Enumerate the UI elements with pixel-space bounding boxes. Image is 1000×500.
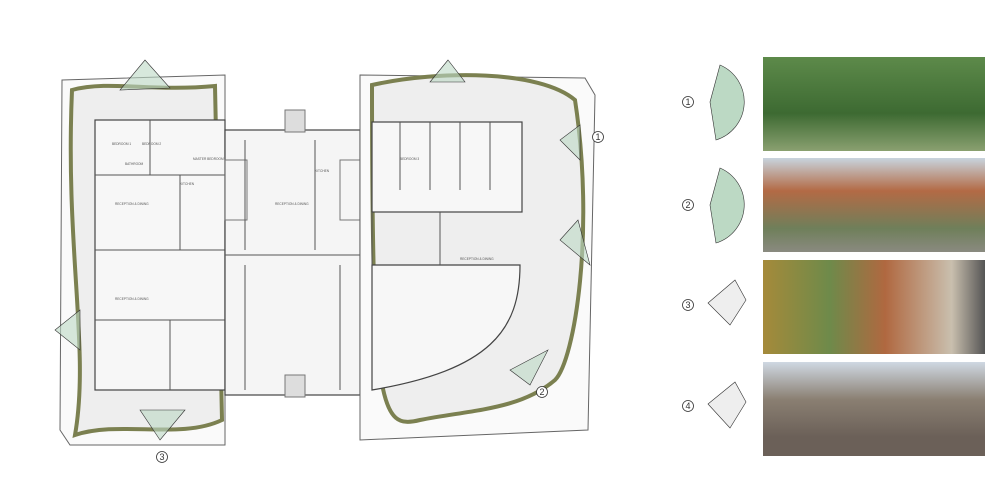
room-label: BEDROOM 2 <box>142 142 161 146</box>
room-label: RECEPTION & DINING <box>115 202 149 206</box>
legend-row-4: 4 <box>682 381 747 429</box>
room-label: RECEPTION & DINING <box>115 297 149 301</box>
left-wing <box>59 74 226 446</box>
room-label: BEDROOM 1 <box>112 142 131 146</box>
svg-text:4: 4 <box>685 401 690 411</box>
svg-text:2: 2 <box>685 200 690 210</box>
room-label: RECEPTION & DINING <box>460 257 494 261</box>
view-photo-3 <box>763 260 985 354</box>
svg-text:1: 1 <box>595 132 600 142</box>
room-label: KITCHEN <box>180 182 195 186</box>
room-label: BEDROOM 3 <box>400 157 419 161</box>
right-wing <box>359 73 596 441</box>
room-label: BATHROOM <box>125 162 144 166</box>
room-label: RECEPTION & DINING <box>275 202 309 206</box>
legend: 1 2 3 4 <box>682 64 747 429</box>
room-label: KITCHEN <box>315 169 330 173</box>
svg-text:3: 3 <box>685 300 690 310</box>
legend-row-3: 3 <box>682 279 747 326</box>
view-cones <box>54 59 591 441</box>
legend-row-2: 2 <box>682 167 745 244</box>
svg-text:3: 3 <box>159 452 164 462</box>
legend-row-1: 1 <box>682 64 745 141</box>
room-label: MASTER BEDROOM <box>193 157 224 161</box>
svg-text:1: 1 <box>685 97 690 107</box>
plan-markers: 1 2 3 <box>156 131 604 463</box>
view-photo-1 <box>763 57 985 151</box>
center-core <box>224 109 361 398</box>
view-photo-4 <box>763 362 985 456</box>
view-photo-2 <box>763 158 985 252</box>
svg-text:2: 2 <box>539 387 544 397</box>
